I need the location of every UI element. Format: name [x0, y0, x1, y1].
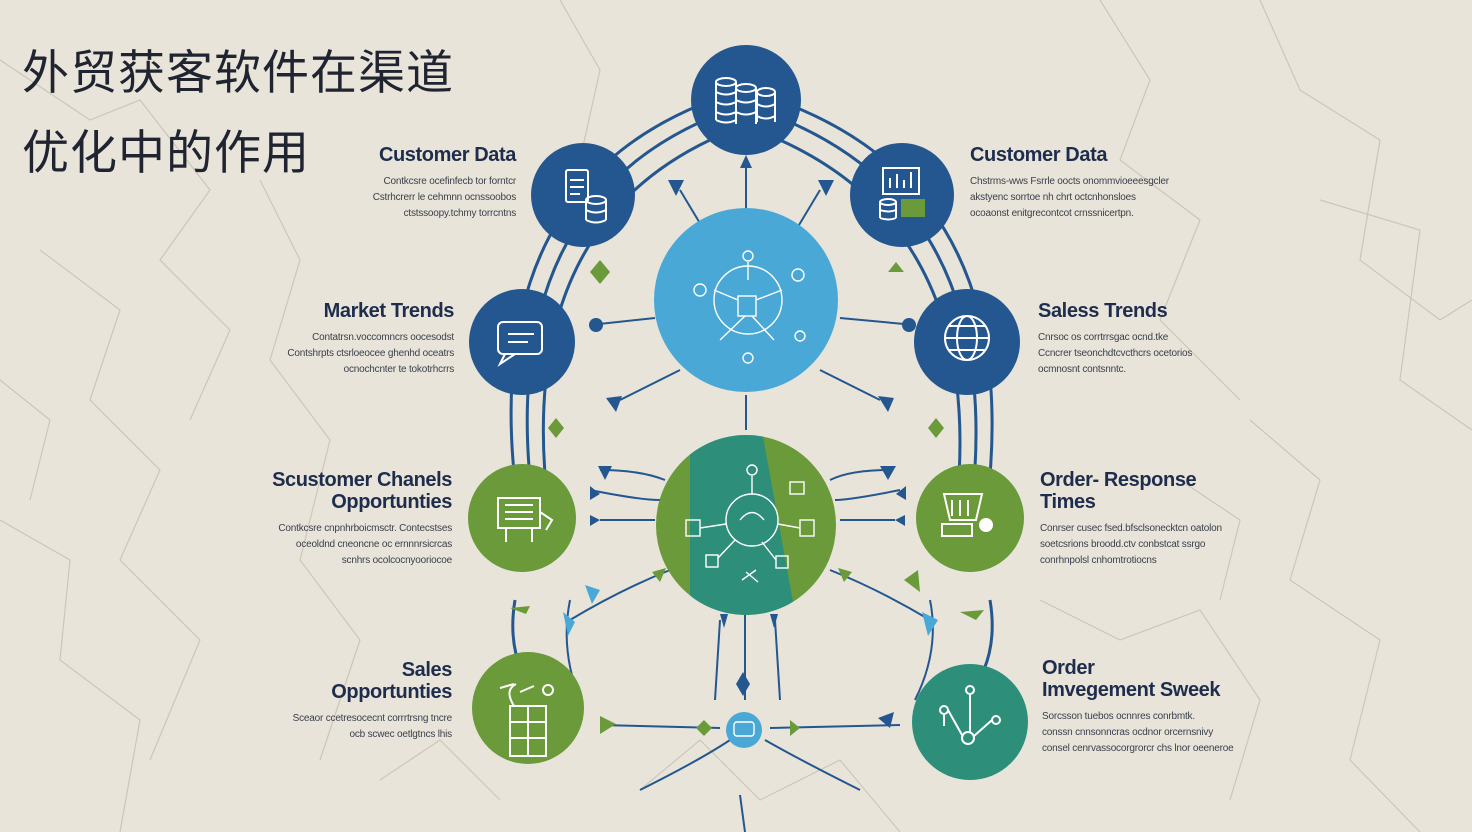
heading-customer-channels: Scustomer Chanels Opportunties [272, 469, 452, 513]
desc-market-trends: Contatrsn.voccomncrs oocesodst Contshrpt… [287, 332, 454, 375]
shopping-cart-icon [941, 493, 993, 537]
label-customer-channels: Scustomer Chanels Opportunties Contkcsre… [236, 469, 452, 569]
people-network-icon [685, 464, 815, 583]
label-customer-data-left: Customer Data Contkcsre ocefinfecb tor f… [316, 144, 517, 222]
heading-market-trends: Market Trends [323, 300, 455, 322]
heading-customer-data-right: Customer Data [970, 144, 1108, 166]
desc-customer-data-left: Contkcsre ocefinfecb tor forntcr Cstrhcr… [372, 176, 517, 219]
database-document-icon [565, 169, 607, 224]
network-icon [939, 685, 1001, 745]
hub-bottom-circle [656, 435, 836, 615]
node-sales-trends-circle [914, 289, 1020, 395]
heading-order-response: Order- Response Times [1040, 469, 1197, 513]
desc-customer-channels: Contkcsre cnpnhrboicmsctr. Contecstses o… [278, 523, 452, 566]
database-chart-icon [879, 167, 925, 221]
desc-order-management: Sorcsson tuebos ocnnres conrbmtk. conssn… [1042, 711, 1234, 754]
node-top-circle [691, 45, 801, 155]
heading-customer-data-left: Customer Data [378, 144, 516, 166]
desc-sales-trends: Cnrsoc os corrtrrsgac ocnd.tke Ccncrer t… [1038, 332, 1193, 375]
heading-sales-trends: Saless Trends [1038, 300, 1168, 322]
heading-sales-opportunities: Sales Opportunties [331, 659, 452, 703]
page-title-line2: 优化中的作用 [22, 126, 310, 181]
database-stack-icon [715, 77, 776, 124]
desc-order-response: Conrser cusec fsed.bfsclsonecktcn oatolo… [1040, 523, 1222, 566]
label-customer-data-right: Customer Data Chstrms-wws Fsrrle oocts o… [970, 144, 1200, 222]
label-market-trends: Market Trends Contatrsn.voccomncrs ooces… [252, 300, 454, 378]
label-order-response: Order- Response Times Conrser cusec fsed… [1040, 469, 1260, 569]
label-sales-opportunities: Sales Opportunties Sceaor ccetresocecnt … [250, 659, 453, 743]
desc-customer-data-right: Chstrms-wws Fsrrle oocts onommvioeeesgcl… [970, 176, 1169, 219]
desc-sales-opportunities: Sceaor ccetresocecnt corrrtrsng tncre oc… [292, 713, 453, 740]
page-title: 外贸获客软件在渠道 优化中的作用 [22, 34, 542, 194]
heading-order-management: Order Imvegement Sweek [1042, 657, 1221, 701]
label-sales-trends: Saless Trends Cnrsoc os corrtrrsgac ocnd… [1038, 300, 1238, 378]
building-chart-icon [499, 683, 554, 757]
page-title-line1: 外贸获客软件在渠道 [22, 46, 454, 101]
node-small-bottom-circle [726, 712, 762, 748]
arrowheads [510, 155, 984, 736]
small-box-icon [733, 721, 755, 737]
label-order-management: Order Imvegement Sweek Sorcsson tuebos o… [1042, 657, 1282, 757]
node-order-response-circle [916, 464, 1024, 572]
network-hub-icon [693, 250, 806, 364]
hub-top-circle [654, 208, 838, 392]
storefront-icon [497, 497, 554, 542]
node-customer-data-left-circle [531, 143, 635, 247]
globe-icon [944, 315, 990, 361]
chat-bubble-icon [497, 321, 543, 367]
